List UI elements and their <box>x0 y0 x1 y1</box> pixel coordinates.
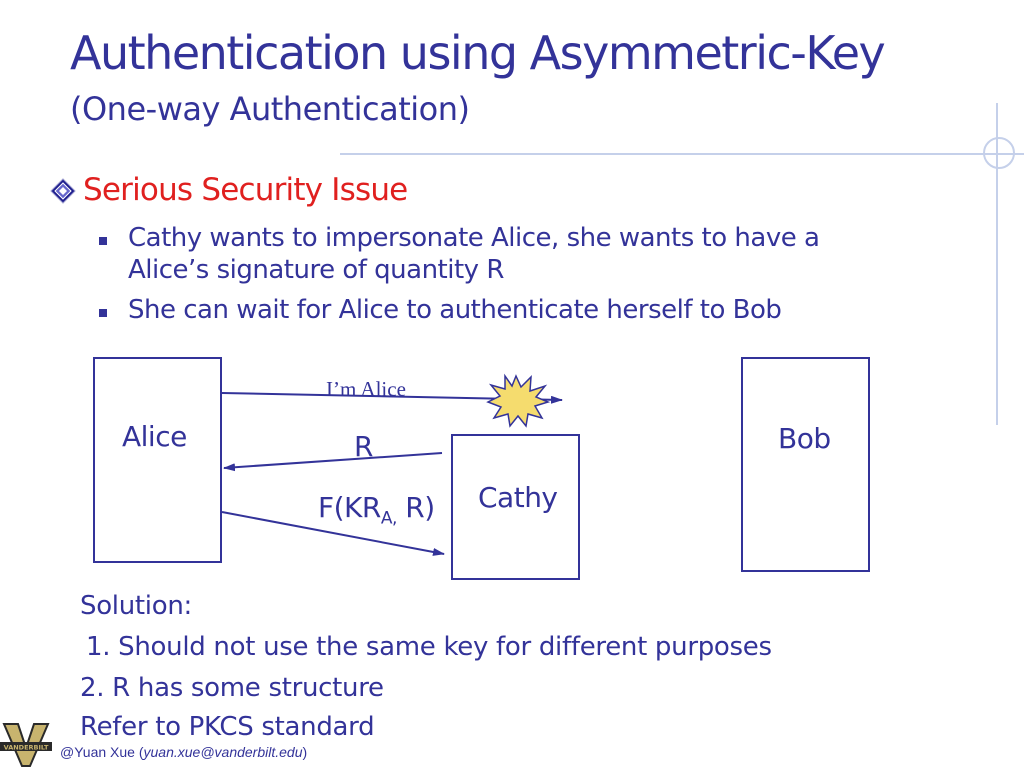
arrow-r <box>223 452 443 472</box>
solution-item-2: 2. R has some structure <box>80 673 384 703</box>
slide-title: Authentication using Asymmetric-Key <box>70 26 886 80</box>
sub-bullet-1-line-2: Alice’s signature of quantity R <box>128 255 504 285</box>
footer-suffix: ) <box>302 744 308 760</box>
sub-bullet-1-line-1: Cathy wants to impersonate Alice, she wa… <box>128 223 820 253</box>
solution-item-1: 1. Should not use the same key for diffe… <box>86 632 772 662</box>
main-bullet: Serious Security Issue <box>83 172 408 208</box>
decorative-horizontal-line <box>340 153 1024 155</box>
footer-credit: @Yuan Xue (yuan.xue@vanderbilt.edu) <box>60 744 307 760</box>
bob-label: Bob <box>778 422 831 455</box>
message-signature-prefix: F(KR <box>318 491 381 524</box>
diamond-bullet-icon <box>50 178 76 204</box>
message-im-alice: I’m Alice <box>326 377 406 401</box>
cathy-box <box>451 434 580 580</box>
solution-refer: Refer to PKCS standard <box>80 712 375 742</box>
decorative-vertical-line <box>996 103 998 425</box>
bob-box <box>741 357 870 572</box>
message-signature-subscript: A, <box>380 508 398 529</box>
decorative-circle <box>983 137 1015 169</box>
footer-email: yuan.xue@vanderbilt.edu <box>143 744 303 760</box>
solution-heading: Solution: <box>80 591 192 621</box>
slide-subtitle: (One-way Authentication) <box>70 90 470 128</box>
footer-prefix: @Yuan Xue ( <box>60 744 144 760</box>
arrow-signature <box>221 511 445 556</box>
square-bullet-icon <box>99 309 107 317</box>
logo-text: VANDERBILT <box>4 744 49 752</box>
alice-box <box>93 357 222 563</box>
message-signature-suffix: R) <box>396 491 435 524</box>
explosion-burst-icon <box>486 373 551 428</box>
alice-label: Alice <box>122 420 187 453</box>
vanderbilt-logo: VANDERBILT <box>0 723 52 767</box>
authentication-diagram <box>93 357 870 580</box>
message-signature: F(KRA, R) <box>318 491 435 529</box>
square-bullet-icon <box>99 237 107 245</box>
message-r: R <box>354 430 374 463</box>
cathy-label: Cathy <box>478 481 558 514</box>
sub-bullet-2: She can wait for Alice to authenticate h… <box>128 295 782 325</box>
